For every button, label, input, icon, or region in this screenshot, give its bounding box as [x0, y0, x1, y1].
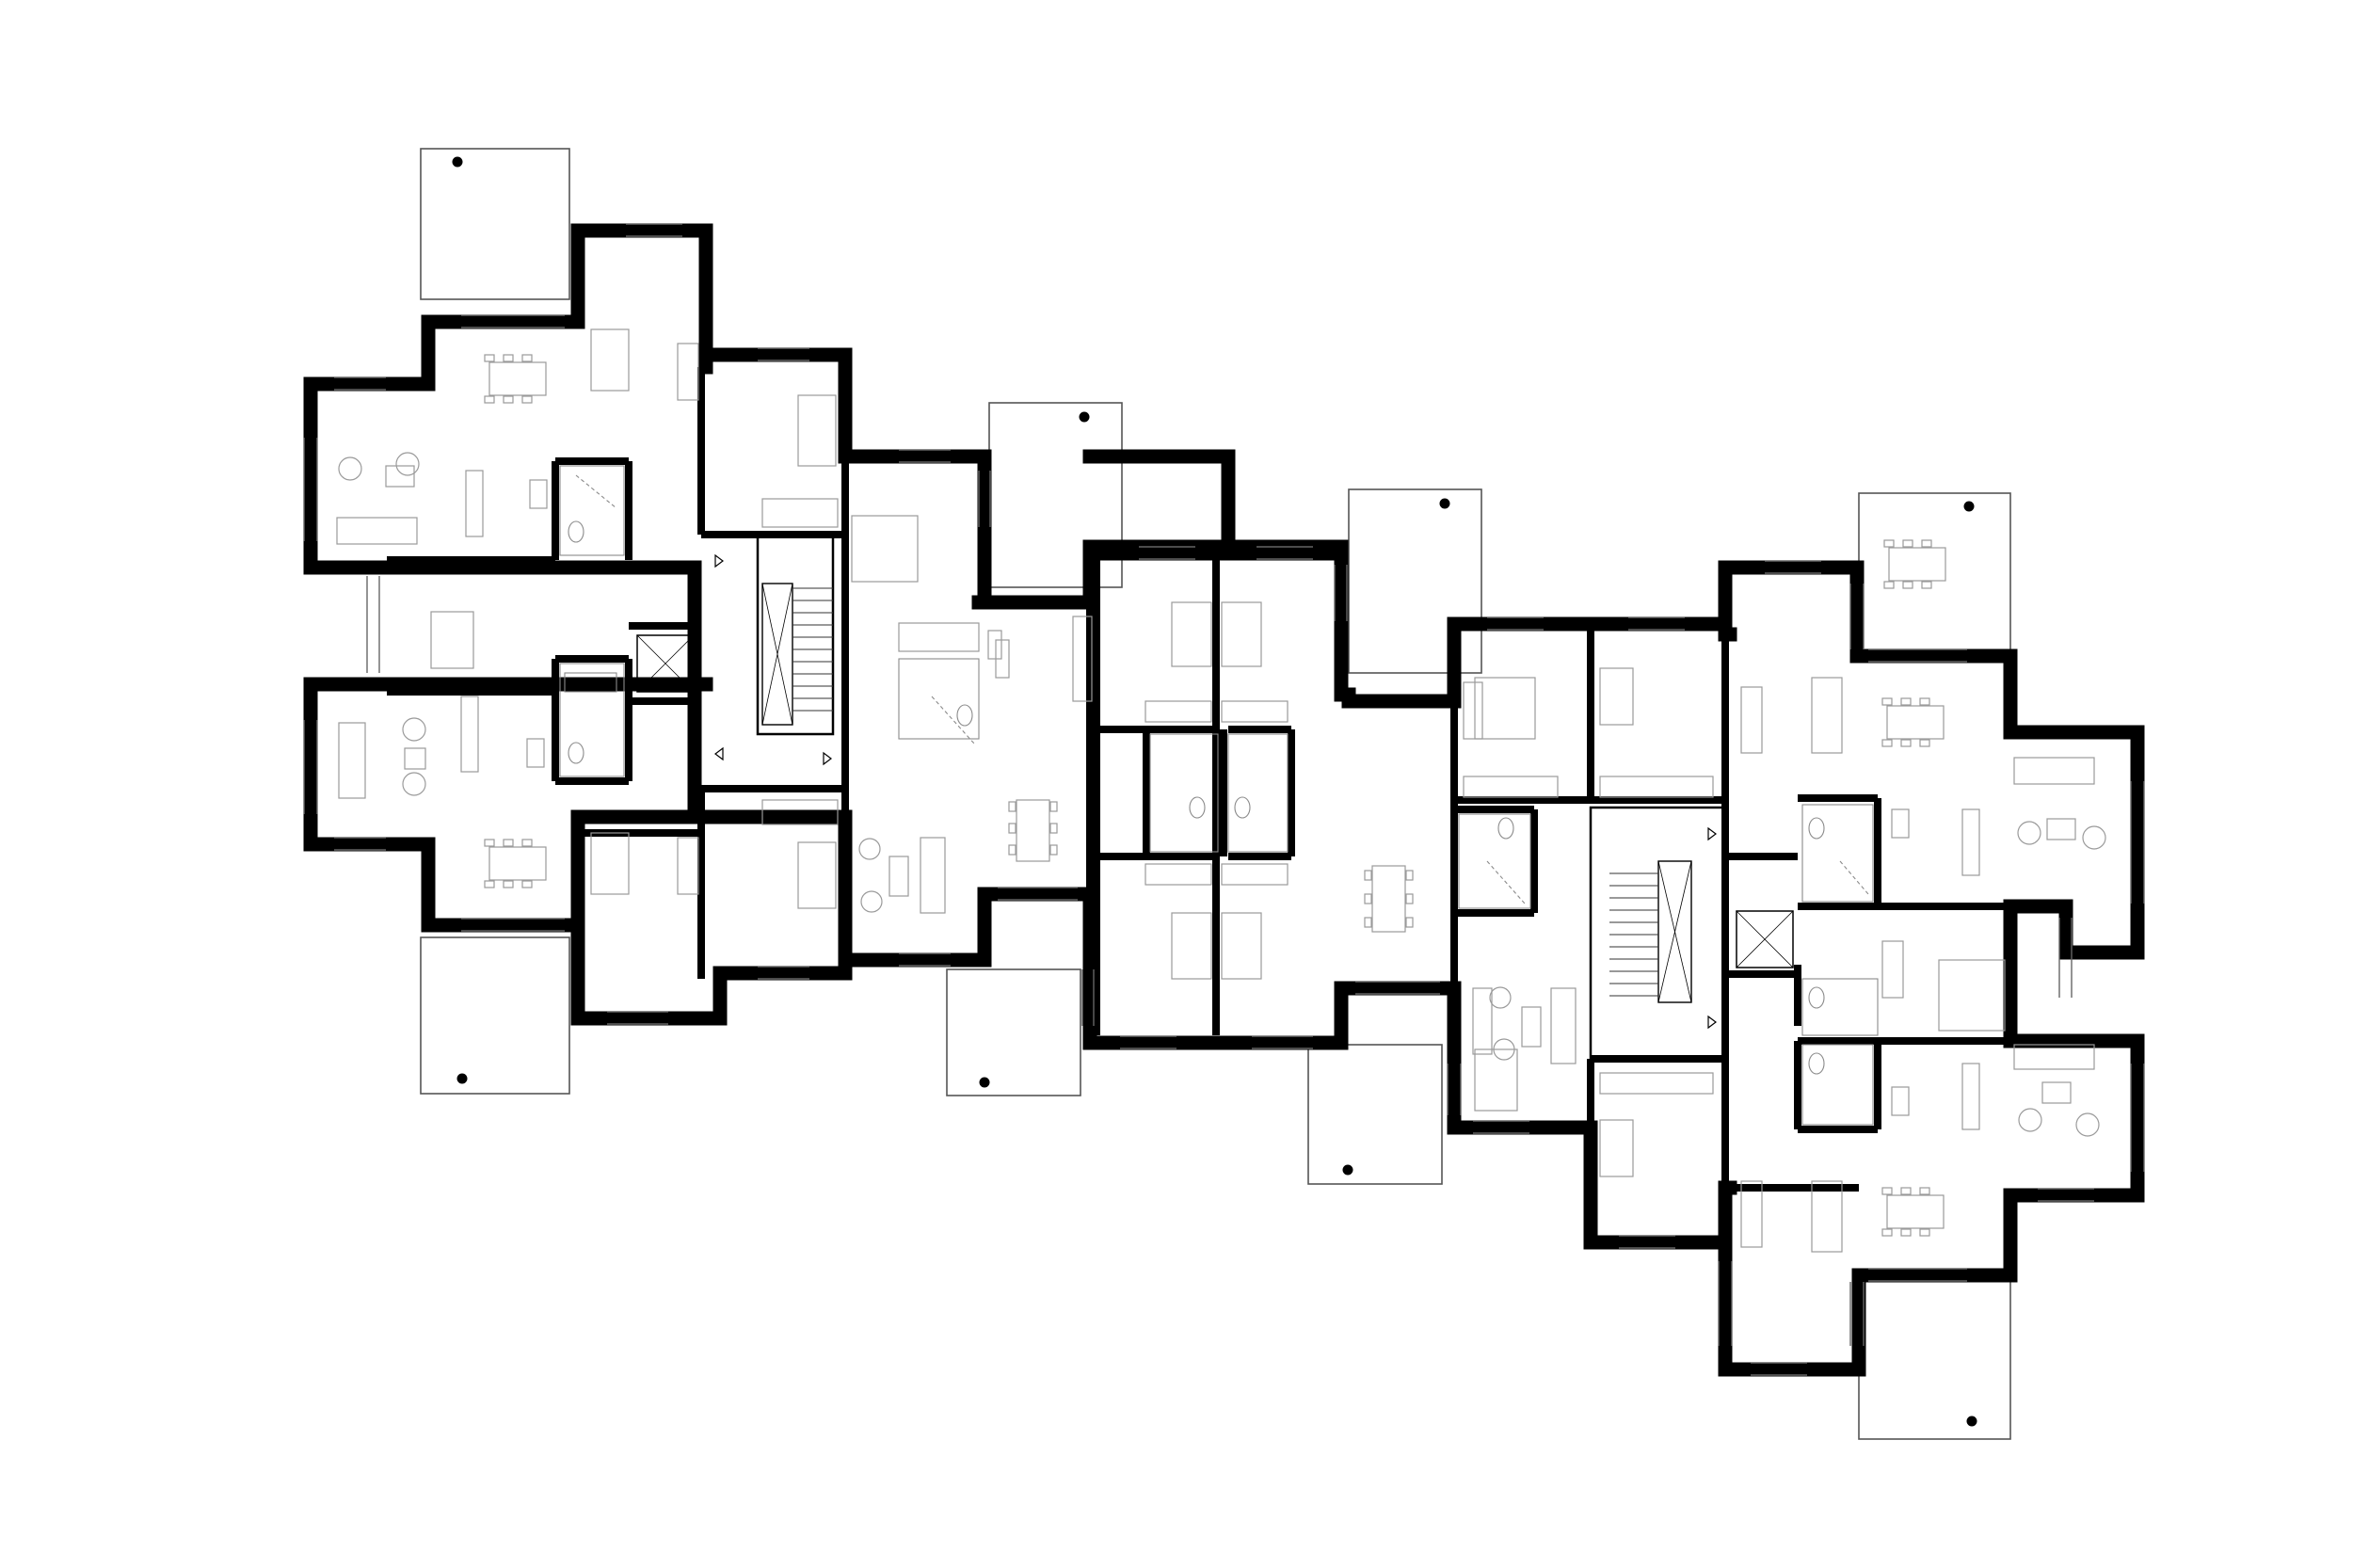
sofa [336, 517, 418, 545]
bathrooms [559, 465, 1879, 1126]
windows [303, 223, 2145, 1376]
sofa [338, 722, 366, 799]
balcony-north-1 [420, 148, 570, 300]
entry-markers [714, 553, 1717, 1030]
sofa [1550, 987, 1577, 1064]
elevator-2 [1736, 910, 1794, 968]
bed [1171, 601, 1212, 667]
interior-walls [387, 367, 2010, 1192]
dining-table [1886, 705, 1945, 740]
wall-unit-east [1718, 560, 2145, 960]
balcony-south-3 [1307, 1044, 1443, 1185]
balcony-south-1 [420, 936, 570, 1095]
sofa [2013, 1044, 2095, 1070]
wall-unit-west [303, 223, 713, 933]
sofa [920, 837, 946, 914]
dining-table [1016, 799, 1050, 862]
stair-core-1 [756, 533, 835, 736]
balcony-south-2 [946, 968, 1081, 1096]
bed [851, 515, 919, 583]
bed [1474, 677, 1536, 740]
dining-table [1371, 865, 1406, 933]
elevator-1 [636, 634, 695, 693]
furniture [336, 328, 2106, 1253]
stair-core-3 [1589, 806, 1727, 1061]
bed [430, 611, 474, 669]
balcony-north-3 [1348, 488, 1482, 674]
sofa [2013, 757, 2095, 785]
dining-table [1886, 1194, 1945, 1229]
balcony-columns [452, 156, 1977, 1427]
bed [1938, 959, 2006, 1032]
bed [1474, 1048, 1518, 1112]
dining-table [488, 846, 547, 881]
dining-table [1888, 547, 1946, 582]
dining-table [488, 361, 547, 396]
